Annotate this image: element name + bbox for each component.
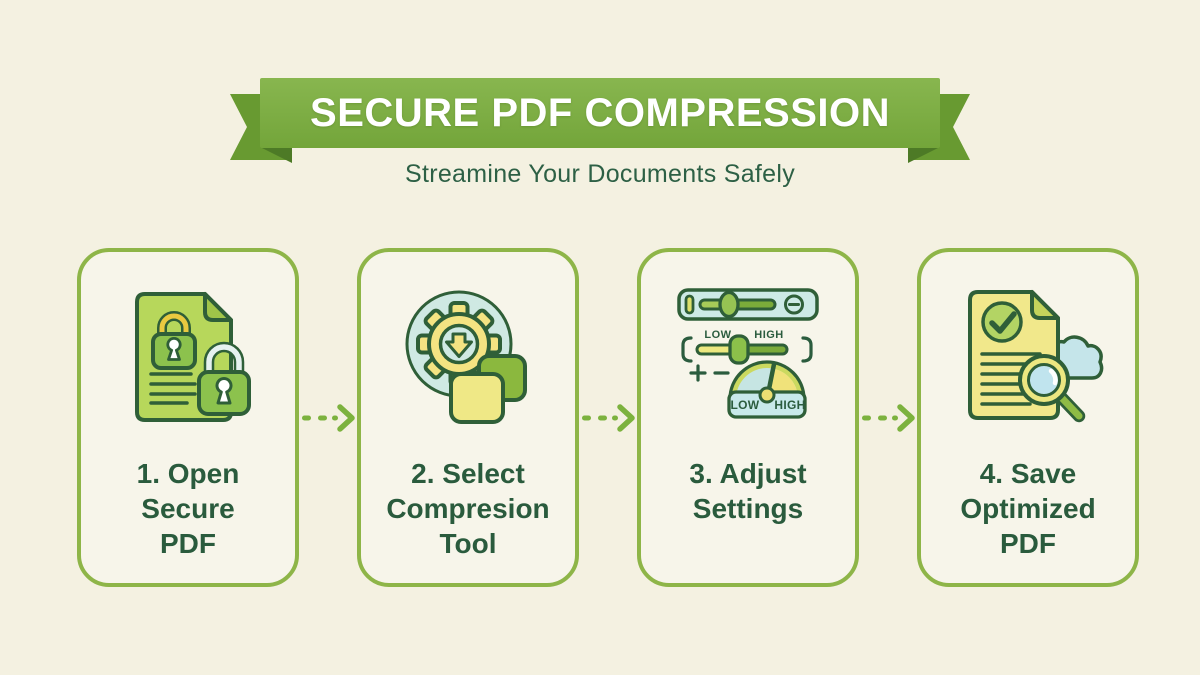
step-label-line: Compresion	[386, 493, 550, 524]
gauge-icon: LOW HIGH	[727, 360, 807, 419]
step-label-line: Tool	[439, 528, 497, 559]
step-label-line: Settings	[692, 493, 804, 524]
slider-knob	[728, 334, 750, 365]
ribbon-fold-right	[908, 147, 940, 163]
step-label-line: Secure	[141, 493, 235, 524]
slider-low-label: LOW	[704, 329, 731, 341]
plus-minus-icons	[689, 364, 730, 382]
step-label: 4. Save Optimized PDF	[921, 456, 1135, 561]
compression-tool-gear-icon	[405, 290, 527, 424]
ribbon-fold-left	[260, 147, 292, 163]
checkmark-circle-icon	[981, 301, 1023, 343]
step-label-line: 4. Save	[979, 458, 1077, 489]
arrow-right-icon	[862, 404, 915, 432]
secure-pdf-lock-document-icon	[134, 292, 251, 422]
step-label-line: PDF	[1000, 528, 1056, 559]
settings-sliders-gauge-icon: LOW HIGH LOW	[677, 288, 819, 419]
download-arrow-icon	[445, 332, 473, 358]
magnifier-icon	[1018, 354, 1086, 423]
step-label-line: PDF	[160, 528, 216, 559]
step-label: 2. Select Compresion Tool	[361, 456, 575, 561]
optimized-pdf-magnifier-icon	[968, 290, 1104, 423]
ribbon-banner-shape	[230, 78, 970, 163]
arrow-right-icon	[302, 404, 355, 432]
step-label-line: 1. Open	[136, 458, 240, 489]
step-label-line: Optimized	[960, 493, 1096, 524]
arrow-right-icon	[582, 404, 635, 432]
step-card-select-compression-tool: 2. Select Compresion Tool	[357, 248, 579, 587]
slider-knob	[718, 290, 740, 319]
step-label-line: 2. Select	[411, 458, 525, 489]
gauge-low-label: LOW	[731, 398, 760, 412]
step-card-adjust-settings: LOW HIGH LOW	[637, 248, 859, 587]
step-label-line: 3. Adjust	[689, 458, 807, 489]
step-card-open-secure-pdf: 1. Open Secure PDF	[77, 248, 299, 587]
step-label: 1. Open Secure PDF	[81, 456, 295, 561]
slider-panel	[677, 288, 819, 321]
gauge-high-label: HIGH	[774, 398, 805, 412]
slider-high-label: HIGH	[754, 329, 784, 341]
title-ribbon: SECURE PDF COMPRESSION	[230, 70, 970, 168]
page-title: SECURE PDF COMPRESSION	[310, 91, 890, 135]
step-label: 3. Adjust Settings	[641, 456, 855, 526]
step-card-save-optimized-pdf: 4. Save Optimized PDF	[917, 248, 1139, 587]
document-text-lines	[148, 372, 197, 405]
ribbon-band	[260, 78, 940, 148]
padlock-small-icon	[150, 311, 197, 370]
padlock-large-icon	[196, 341, 251, 416]
page-subtitle: Streamine Your Documents Safely	[404, 160, 796, 188]
range-slider	[681, 334, 813, 365]
compressed-file-square-yellow	[449, 372, 505, 424]
